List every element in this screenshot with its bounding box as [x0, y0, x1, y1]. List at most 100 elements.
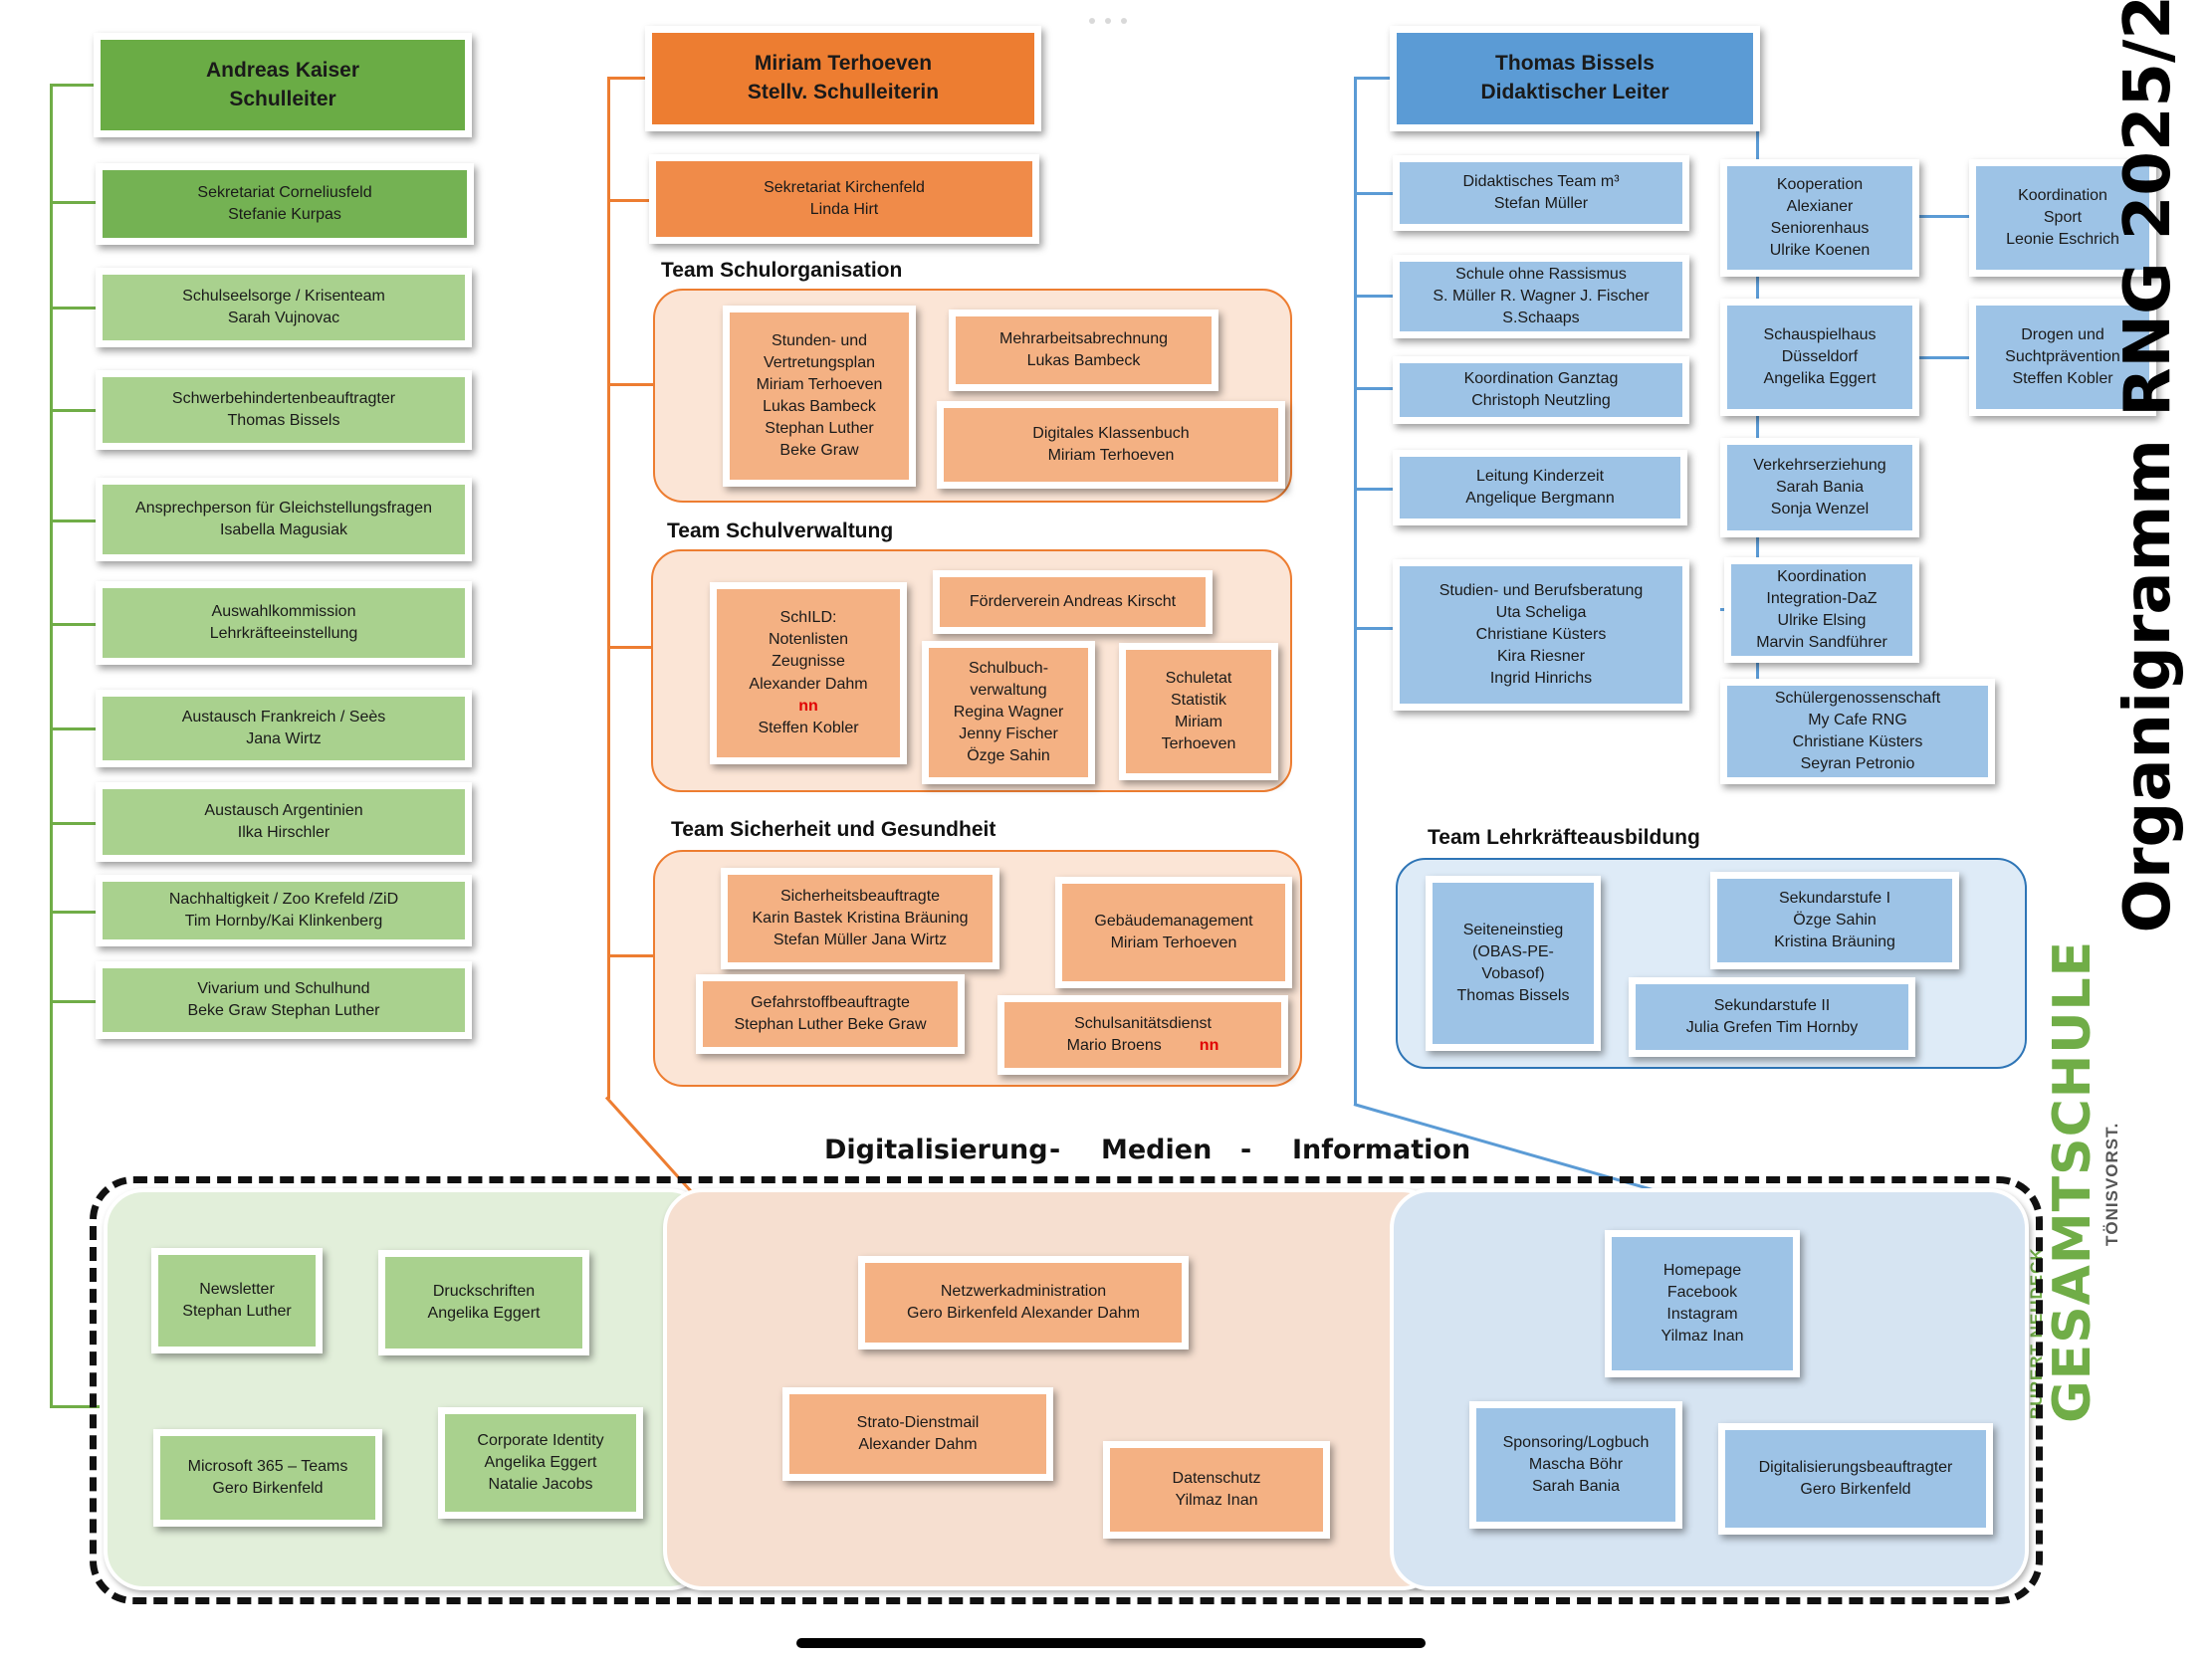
schwerbehinderten-box[interactable]: Schwerbehindertenbeauftragter Thomas Bis… [96, 370, 472, 450]
berufsberatung-box[interactable]: Studien- und Berufsberatung Uta Scheliga… [1393, 559, 1689, 711]
box-line: Miriam [1175, 714, 1222, 730]
box-line: Statistik [1170, 691, 1226, 709]
sponsoring-box[interactable]: Sponsoring/Logbuch Mascha Böhr Sarah Ban… [1469, 1401, 1682, 1529]
green-branch-line [50, 727, 100, 730]
gefahrstoff-box[interactable]: Gefahrstoffbeauftragte Stephan Luther Be… [696, 974, 965, 1054]
box-line: Sekretariat Kirchenfeld [764, 178, 925, 196]
datenschutz-box[interactable]: Datenschutz Yilmaz Inan [1103, 1441, 1330, 1539]
schuletat-box[interactable]: Schuletat Statistik Miriam Terhoeven [1119, 643, 1278, 780]
mehrarbeit-box[interactable]: Mehrarbeitsabrechnung Lukas Bambeck [949, 310, 1218, 391]
box-line: Leonie Eschrich [2006, 231, 2119, 249]
green-branch-line [50, 1000, 100, 1003]
didaktisches-team-box[interactable]: Didaktisches Team m³ Stefan Müller [1393, 155, 1689, 231]
box-line: My Cafe RNG [1808, 711, 1907, 728]
box-line: Ulrike Koenen [1769, 242, 1871, 260]
vacancy-marker: nn [1199, 1037, 1219, 1054]
integration-daz-box[interactable]: Koordination Integration-DaZ Ulrike Elsi… [1724, 557, 1919, 663]
schule-ohne-rassismus-box[interactable]: Schule ohne Rassismus S. Müller R. Wagne… [1393, 255, 1689, 338]
box-line: S.Schaaps [1502, 310, 1580, 327]
box-line: Stephan Luther [765, 420, 874, 438]
schulseelsorge-box[interactable]: Schulseelsorge / Krisenteam Sarah Vujnov… [96, 268, 472, 347]
green-branch-line [50, 822, 100, 825]
newsletter-box[interactable]: Newsletter Stephan Luther [151, 1248, 323, 1353]
gleichstellung-box[interactable]: Ansprechperson für Gleichstellungsfragen… [96, 478, 472, 561]
head-name: Thomas Bissels [1495, 52, 1655, 76]
austausch-argentinien-box[interactable]: Austausch Argentinien Ilka Hirschler [96, 782, 472, 862]
microsoft-365-box[interactable]: Microsoft 365 – Teams Gero Birkenfeld [153, 1429, 382, 1527]
schuelergenossenschaft-box[interactable]: Schülergenossenschaft My Cafe RNG Christ… [1720, 679, 1995, 784]
box-line: Marvin Sandführer [1756, 634, 1887, 652]
box-line: Auswahlkommission [211, 602, 356, 620]
stellv-schulleiterin-box[interactable]: Miriam Terhoeven Stellv. Schulleiterin [645, 26, 1041, 131]
box-line: (OBAS-PE- [1472, 942, 1554, 960]
green-branch-line [50, 201, 100, 204]
sekretariat-corneliusfeld-box[interactable]: Sekretariat Corneliusfeld Stefanie Kurpa… [96, 163, 474, 245]
box-line: Sarah Bania [1531, 1478, 1621, 1496]
digital-dashed-frame [90, 1176, 2043, 1604]
koordination-sport-box[interactable]: Koordination Sport Leonie Eschrich [1969, 159, 2156, 277]
sekundarstufe-1-box[interactable]: Sekundarstufe I Özge Sahin Kristina Bräu… [1710, 872, 1959, 969]
box-line: Facebook [1666, 1283, 1738, 1301]
team-lehrkraefteausbildung-label: Team Lehrkräfteausbildung [1428, 826, 1700, 849]
klassenbuch-box[interactable]: Digitales Klassenbuch Miriam Terhoeven [937, 401, 1285, 489]
sicherheitsbeauftragte-box[interactable]: Sicherheitsbeauftragte Karin Bastek Kris… [721, 868, 999, 969]
gebaeudemanagement-box[interactable]: Gebäudemanagement Miriam Terhoeven [1055, 877, 1292, 988]
schulleiter-box[interactable]: Andreas Kaiser Schulleiter [94, 33, 472, 137]
box-line: Seiteneinstieg [1462, 921, 1564, 938]
box-line: Alexander Dahm [749, 675, 868, 693]
vivarium-box[interactable]: Vivarium und Schulhund Beke Graw Stephan… [96, 961, 472, 1039]
digitalisierungsbeauftragter-box[interactable]: Digitalisierungsbeauftragter Gero Birken… [1718, 1423, 1993, 1535]
schauspielhaus-box[interactable]: Schauspielhaus Düsseldorf Angelika Egger… [1720, 299, 1919, 416]
koordination-ganztag-box[interactable]: Koordination Ganztag Christoph Neutzling [1393, 356, 1689, 424]
box-line: Kristina Bräuning [1774, 934, 1895, 951]
blue-branch-line [1354, 488, 1399, 491]
box-line: Schule ohne Rassismus [1455, 265, 1627, 283]
schild-box[interactable]: SchILD: Notenlisten Zeugnisse Alexander … [710, 582, 907, 764]
blue-trunk-line [1354, 77, 1357, 1105]
corporate-identity-box[interactable]: Corporate Identity Angelika Eggert Natal… [438, 1407, 643, 1519]
leitung-kinderzeit-box[interactable]: Leitung Kinderzeit Angelique Bergmann [1393, 450, 1687, 525]
dot [1121, 18, 1127, 24]
box-line: Notenlisten [768, 631, 849, 649]
sekundarstufe-2-box[interactable]: Sekundarstufe II Julia Grefen Tim Hornby [1629, 977, 1915, 1057]
suchtpraevention-box[interactable]: Drogen und Suchtprävention Steffen Koble… [1969, 299, 2156, 416]
stundenplan-box[interactable]: Stunden- und Vertretungsplan Miriam Terh… [723, 306, 916, 487]
orange-trunk-line [607, 77, 610, 1099]
verkehrserziehung-box[interactable]: Verkehrserziehung Sarah Bania Sonja Wenz… [1720, 438, 1919, 537]
head-name: Miriam Terhoeven [754, 52, 933, 76]
box-line: Isabella Magusiak [219, 521, 348, 538]
top-dots [1089, 18, 1133, 26]
digital-label-part: - [1240, 1135, 1252, 1165]
seiteneinstieg-box[interactable]: Seiteneinstieg (OBAS-PE- Vobasof) Thomas… [1426, 876, 1601, 1051]
netzwerkadministration-box[interactable]: Netzwerkadministration Gero Birkenfeld A… [858, 1256, 1189, 1349]
orange-branch-line [607, 646, 657, 649]
logo-line-3: TÖNISVORST. [2102, 1122, 2121, 1246]
didaktischer-leiter-box[interactable]: Thomas Bissels Didaktischer Leiter [1390, 26, 1760, 131]
foerderverein-box[interactable]: Förderverein Andreas Kirscht [933, 570, 1213, 634]
box-line: Integration-DaZ [1766, 589, 1878, 607]
druckschriften-box[interactable]: Druckschriften Angelika Eggert [378, 1250, 589, 1355]
auswahlkommission-box[interactable]: Auswahlkommission Lehrkräfteeinstellung [96, 581, 472, 665]
homepage-box[interactable]: Homepage Facebook Instagram Yilmaz Inan [1605, 1230, 1800, 1377]
head-role: Stellv. Schulleiterin [747, 81, 940, 104]
box-line: Linda Hirt [809, 201, 879, 218]
box-line: Stefanie Kurpas [228, 206, 341, 223]
box-line: Seniorenhaus [1770, 220, 1870, 237]
kooperation-alexianer-box[interactable]: Kooperation Alexianer Seniorenhaus Ulrik… [1720, 159, 1919, 277]
box-line: Thomas Bissels [1456, 987, 1570, 1005]
austausch-frankreich-box[interactable]: Austausch Frankreich / Seès Jana Wirtz [96, 690, 472, 767]
nachhaltigkeit-box[interactable]: Nachhaltigkeit / Zoo Krefeld /ZiD Tim Ho… [96, 875, 472, 946]
box-line: Thomas Bissels [227, 412, 340, 429]
box-line: Angelika Eggert [427, 1305, 541, 1322]
box-line: Drogen und [2021, 325, 2104, 343]
strato-dienstmail-box[interactable]: Strato-Dienstmail Alexander Dahm [782, 1387, 1053, 1481]
blue-branch-line [1354, 387, 1399, 390]
box-line: Datenschutz [1172, 1469, 1261, 1487]
box-line: Schulbuch- [968, 659, 1049, 677]
sekretariat-kirchenfeld-box[interactable]: Sekretariat Kirchenfeld Linda Hirt [649, 154, 1039, 244]
blue-branch-line [1354, 77, 1399, 80]
green-branch-line [50, 84, 100, 87]
schulbuchverwaltung-box[interactable]: Schulbuch- verwaltung Regina Wagner Jenn… [922, 641, 1095, 784]
